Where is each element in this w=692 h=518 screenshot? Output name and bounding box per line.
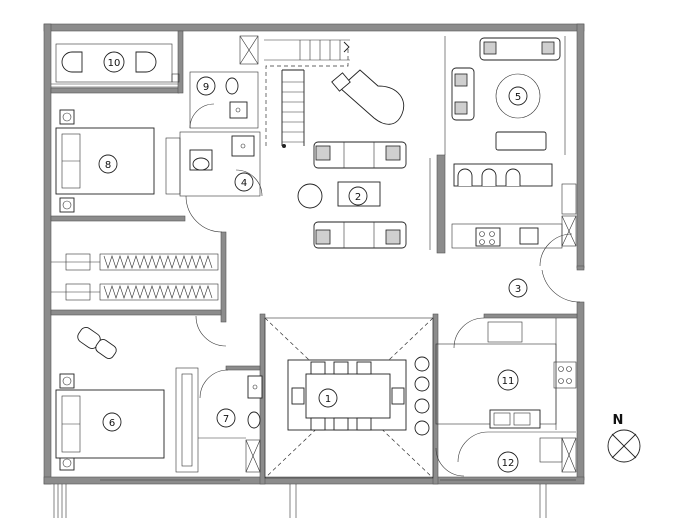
room-marker-10: 10: [103, 51, 125, 73]
north-compass: N: [607, 413, 641, 463]
room-number-1: 1: [325, 394, 331, 405]
lounge-5: [444, 36, 566, 155]
room-number-5: 5: [515, 92, 521, 103]
room-marker-2: 2: [348, 186, 368, 206]
room-number-9: 9: [203, 82, 209, 93]
walls: [43, 23, 585, 485]
room-marker-6: 6: [102, 412, 122, 432]
room-marker-7: 7: [216, 408, 236, 428]
room-number-12: 12: [502, 458, 515, 469]
kitchen-11: [435, 317, 577, 477]
room-marker-12: 12: [497, 451, 519, 473]
bedroom-8: [55, 109, 155, 213]
room-marker-5: 5: [508, 86, 528, 106]
windows: [53, 479, 576, 518]
room-number-8: 8: [105, 160, 111, 171]
living-area-2: [297, 69, 407, 249]
room-number-7: 7: [223, 414, 229, 425]
room-number-6: 6: [109, 418, 115, 429]
room-marker-4: 4: [234, 172, 254, 192]
staircase: [264, 39, 350, 148]
dining-area-1: [264, 317, 434, 479]
balcony-area: [51, 43, 180, 88]
walk-in-closet: [51, 253, 219, 301]
compass-north-label: N: [613, 413, 624, 428]
kitchen-upper: [429, 158, 581, 303]
bathroom-7: [175, 367, 263, 473]
bathroom-4: [165, 131, 263, 233]
room-number-10: 10: [108, 58, 121, 69]
room-marker-1: 1: [318, 388, 338, 408]
room-number-2: 2: [355, 192, 361, 203]
room-number-3: 3: [515, 284, 521, 295]
room-marker-11: 11: [497, 369, 519, 391]
room-marker-9: 9: [196, 76, 216, 96]
room-number-4: 4: [241, 178, 247, 189]
room-marker-3: 3: [508, 278, 528, 298]
bathroom-9: [189, 35, 259, 129]
room-marker-8: 8: [98, 154, 118, 174]
room-number-11: 11: [502, 376, 515, 387]
